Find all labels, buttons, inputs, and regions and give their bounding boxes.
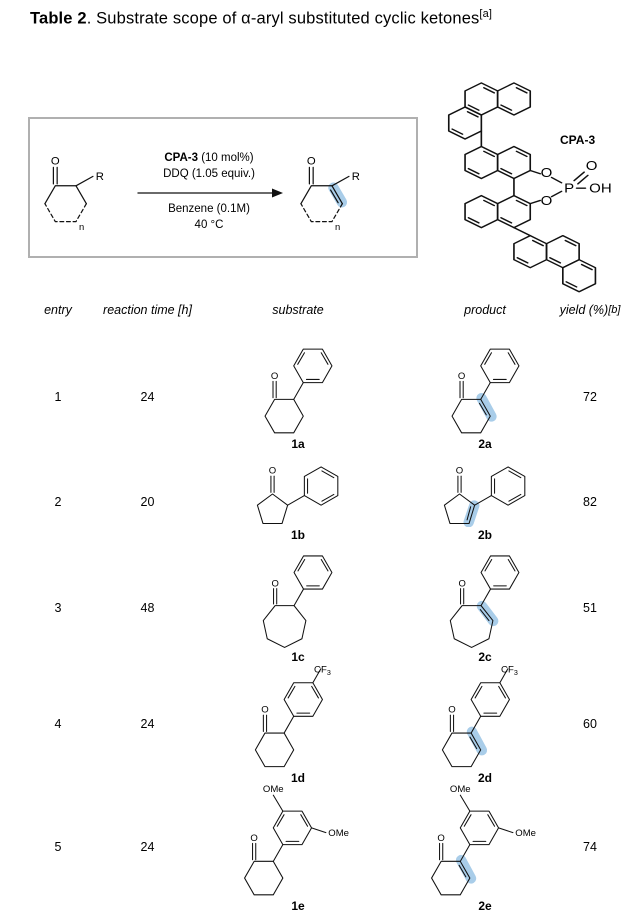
methoxy-label: OMe [515,827,536,838]
substrate-structure-1a [264,348,332,434]
header-yield: yield (%)[b] [550,301,630,319]
time-value: 20 [140,495,155,509]
methoxy-label: OMe [328,827,349,838]
reaction-scheme-box [28,117,418,258]
substrate-cell: CF3 1d [218,662,378,785]
product-cell: 2c [405,552,565,664]
substrate-structure-1e: OMe OMe [244,783,349,895]
substrate-label: 1b [290,528,305,542]
yield-value: 51 [583,601,597,615]
substrate-structure-1d: CF3 [254,664,331,768]
header-reaction-time: reaction time [h] [103,303,192,317]
phosphorus-label: P [564,180,574,195]
substrate-cell: 1b [218,452,378,552]
catalyst-name: CPA-3 [164,152,199,164]
aryl-aryl-bond [513,226,532,237]
catalyst-loading: (10 mol%) [198,152,254,164]
substrate-label: 1c [291,649,305,664]
catalyst-cpa3-structure: O O P O OH [447,82,612,293]
trifluoromethyl-label: CF3 [314,664,331,676]
substrate-label: 1d [290,771,305,785]
carbonyl-oxygen-label: O [51,156,60,168]
table-row: 2 20 1b 2b 82 [0,452,637,552]
product-label: 2a [478,437,492,451]
yield-value: 74 [583,839,597,854]
cc-double-bond-highlight [455,854,477,884]
yield-value: 72 [583,390,597,404]
phosphate-oxygen-label: O [541,193,553,208]
table-row: 5 24 OMe OMe 1e OMe OMe 2e [0,780,637,913]
catalyst-name-label: CPA-3 [560,133,596,147]
substrate-structure-1c [262,554,333,648]
header-entry: entry [44,303,72,317]
conditions-line-1: CPA-3 (10 mol%) [128,152,290,164]
product-cell: CF3 2d [405,662,565,785]
entry-value: 3 [54,601,62,615]
product-label: 2c [478,649,492,664]
methoxy-label: OMe [263,783,284,794]
table-caption: . Substrate scope of α-aryl substituted … [86,9,480,28]
product-cell: OMe OMe 2e [405,780,565,913]
footnote-marker-b: [b] [608,304,621,316]
time-value: 24 [140,716,155,731]
substrate-cell: OMe OMe 1e [218,780,378,913]
product-structure-2b [443,465,526,527]
r-group-label: R [352,171,360,183]
page-title: Table 2. Substrate scope of α-aryl subst… [30,8,492,29]
product-label: 2e [478,898,492,913]
substrate-label: 1a [291,437,305,451]
carbonyl-oxygen-label: O [307,156,316,168]
trifluoromethyl-label: CF3 [501,664,518,676]
table-row: 1 24 1a 2a 72 [0,342,637,452]
hydroxyl-label: OH [589,180,612,195]
substrate-structure-1b [256,465,339,524]
reaction-arrow [137,188,283,198]
conditions-line-4: 40 °C [194,219,224,231]
header-yield-text: yield (%) [559,303,609,317]
phosphate-oxygen-label: O [541,165,553,180]
substrate-label: 1e [291,898,305,913]
cc-double-bond-highlight [475,392,497,422]
header-substrate: substrate [272,303,324,317]
product-structure-2e: OMe OMe [431,783,536,895]
yield-value: 82 [583,495,597,509]
product-structure-2c [449,554,520,648]
entry-value: 1 [54,390,62,404]
conditions-line-2: DDQ (1.05 equiv.) [163,168,255,180]
r-group-label: R [96,171,104,183]
entry-value: 2 [54,495,62,509]
arrowhead-icon [272,188,283,198]
entry-value: 4 [54,716,62,731]
conditions-line-3: Benzene (0.1M) [168,203,250,215]
header-product: product [464,303,506,317]
phosphoryl-oxygen-label: O [586,158,598,173]
product-label: 2d [477,771,492,785]
substrate-cell: 1c [218,552,378,664]
time-value: 48 [140,601,155,615]
time-value: 24 [140,839,155,854]
product-structure-2d: CF3 [441,664,518,768]
ring-size-n-label: n [335,221,340,231]
footnote-marker-a: [a] [479,8,493,20]
entry-value: 5 [54,839,62,854]
table-number: Table 2 [30,9,87,28]
scheme-product-structure: O R n [300,156,360,231]
scheme-substrate-structure: O R n [44,156,104,231]
product-cell: 2b [405,452,565,552]
table-row: 4 24 CF3 1d CF3 2d 60 [0,662,637,785]
methoxy-label: OMe [450,783,471,794]
table-row: 3 48 1c 2c 51 [0,552,637,664]
yield-value: 60 [583,716,597,731]
table-header-row: entry reaction time [h] substrate produc… [0,301,637,319]
substrate-cell: 1a [218,342,378,452]
time-value: 24 [140,390,155,404]
product-structure-2a [451,348,519,434]
product-cell: 2a [405,342,565,452]
cc-double-bond-highlight [466,726,487,756]
ring-size-n-label: n [79,221,84,231]
product-label: 2b [477,528,492,542]
